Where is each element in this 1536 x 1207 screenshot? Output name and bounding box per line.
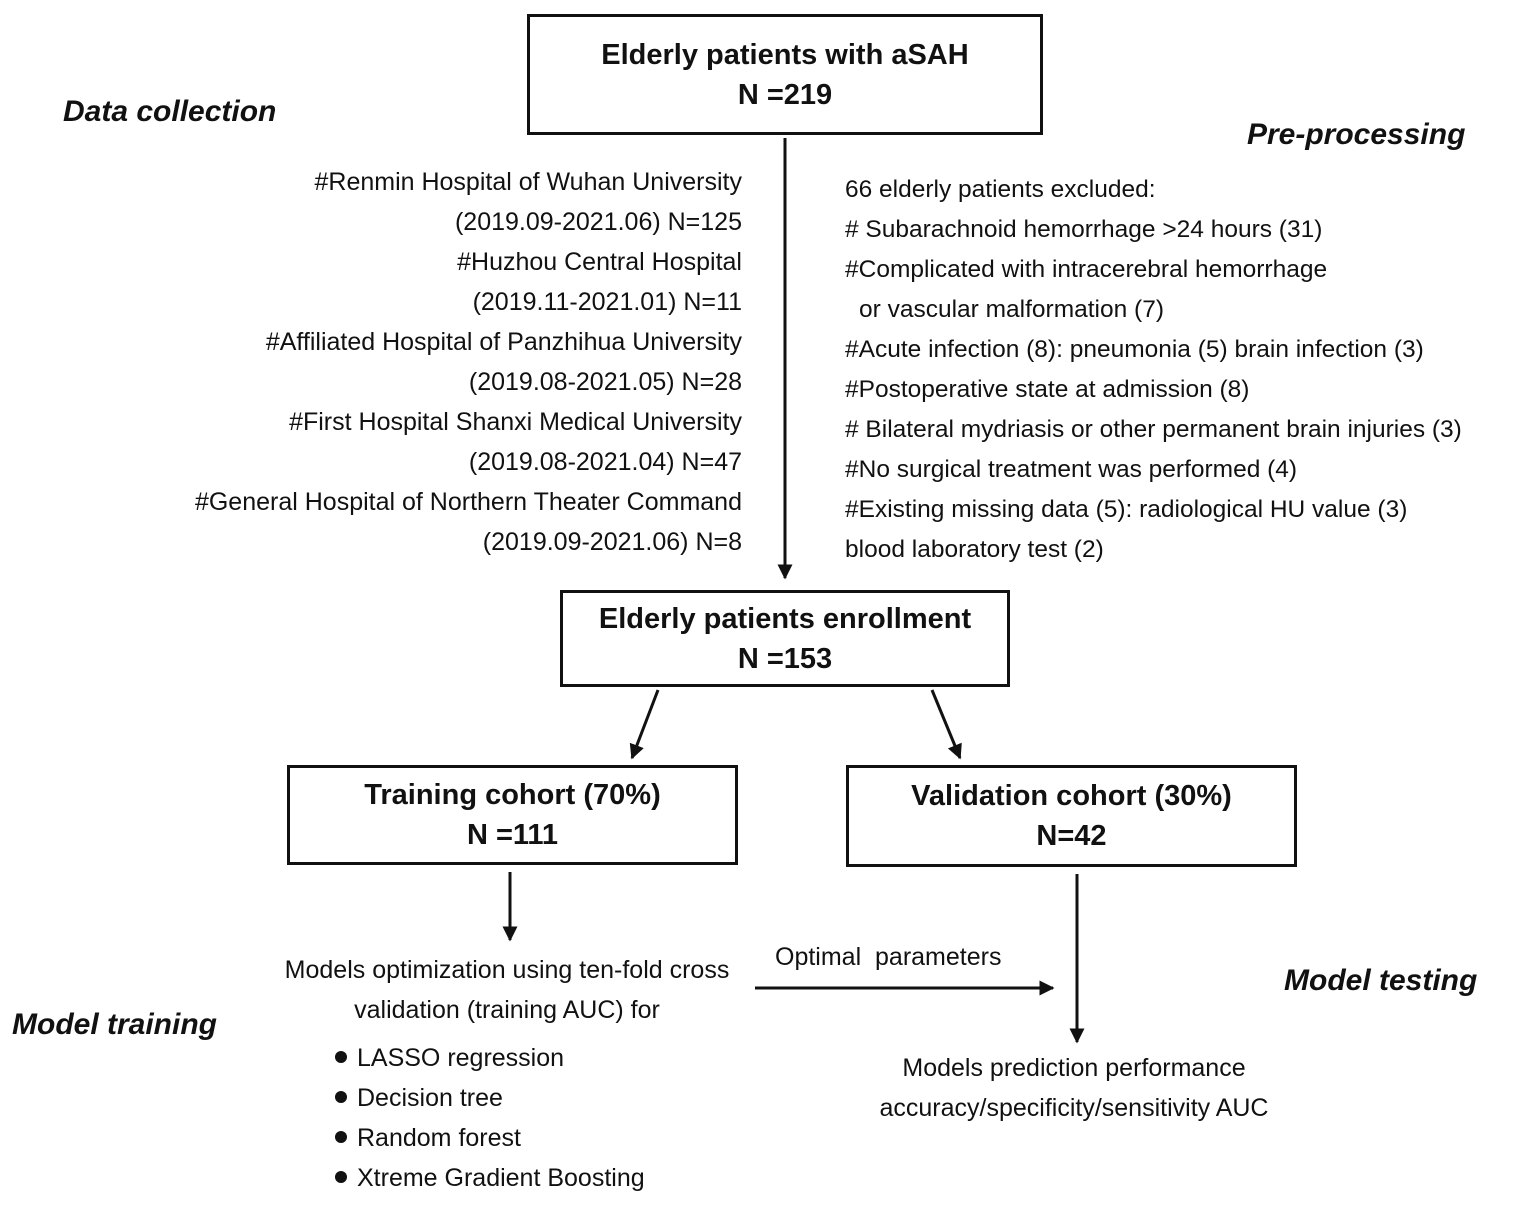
data-collection-label: Data collection — [63, 95, 277, 128]
hospital-line: #Affiliated Hospital of Panzhihua Univer… — [265, 328, 742, 356]
model-item: Random forest — [335, 1118, 645, 1158]
hospital-line: (2019.08-2021.04) N=47 — [468, 448, 742, 476]
model-item: Decision tree — [335, 1078, 645, 1118]
enrollment-count: N =153 — [737, 642, 833, 675]
exclusion-line: #No surgical treatment was performed (4) — [845, 456, 1298, 483]
total-patients-count: N =219 — [737, 78, 833, 111]
hospital-list: #Renmin Hospital of Wuhan University (20… — [195, 162, 742, 562]
hospital-line: (2019.09-2021.06) N=125 — [454, 208, 742, 236]
exclusion-line: # Bilateral mydriasis or other permanent… — [845, 416, 1462, 443]
training-description-line: Models optimization using ten-fold cross — [284, 956, 730, 984]
pre-processing-label: Pre-processing — [1247, 118, 1466, 151]
arrow-enrollment-to-training — [629, 689, 660, 760]
validation-cohort-title: Validation cohort (30%) — [911, 780, 1232, 812]
exclusion-list: 66 elderly patients excluded: # Subarach… — [845, 170, 1462, 570]
training-description-line: validation (training AUC) for — [354, 996, 660, 1024]
enrollment-box: Elderly patients enrollment N =153 — [560, 590, 1010, 687]
exclusion-line: #Postoperative state at admission (8) — [845, 376, 1250, 403]
hospital-line: (2019.11-2021.01) N=11 — [472, 288, 742, 316]
training-cohort-box: Training cohort (70%) N =111 — [287, 765, 738, 865]
validation-cohort-box: Validation cohort (30%) N=42 — [846, 765, 1297, 867]
exclusion-line: # Subarachnoid hemorrhage >24 hours (31) — [845, 216, 1323, 243]
exclusion-line: 66 elderly patients excluded: — [845, 176, 1156, 203]
exclusion-line: #Complicated with intracerebral hemorrha… — [845, 256, 1328, 283]
model-item: Xtreme Gradient Boosting — [335, 1158, 645, 1198]
model-item: LASSO regression — [335, 1038, 645, 1078]
validation-cohort-count: N=42 — [1036, 820, 1107, 852]
training-cohort-title: Training cohort (70%) — [364, 779, 661, 811]
total-patients-title: Elderly patients with aSAH — [601, 38, 969, 71]
training-cohort-count: N =111 — [466, 819, 559, 851]
model-training-label: Model training — [12, 1008, 217, 1041]
exclusion-line: #Acute infection (8): pneumonia (5) brai… — [845, 336, 1424, 363]
model-testing-label: Model testing — [1284, 964, 1478, 997]
hospital-line: #Huzhou Central Hospital — [457, 248, 742, 276]
enrollment-title: Elderly patients enrollment — [598, 602, 972, 635]
total-patients-box: Elderly patients with aSAH N =219 — [527, 14, 1043, 135]
arrow-enrollment-to-validation — [930, 689, 962, 760]
optimal-parameters-label: Optimal parameters — [775, 943, 1002, 971]
exclusion-line: #Existing missing data (5): radiological… — [845, 496, 1408, 523]
model-list: LASSO regression Decision tree Random fo… — [335, 1038, 645, 1198]
testing-description-line: accuracy/specificity/sensitivity AUC — [879, 1094, 1269, 1122]
training-description: Models optimization using ten-fold cross… — [262, 950, 752, 1030]
hospital-line: #General Hospital of Northern Theater Co… — [194, 488, 742, 516]
hospital-line: #Renmin Hospital of Wuhan University — [314, 168, 742, 196]
exclusion-line: or vascular malformation (7) — [859, 296, 1164, 323]
testing-description: Models prediction performance accuracy/s… — [850, 1048, 1298, 1128]
testing-description-line: Models prediction performance — [902, 1054, 1246, 1082]
hospital-line: (2019.09-2021.06) N=8 — [482, 528, 742, 556]
hospital-line: #First Hospital Shanxi Medical Universit… — [289, 408, 742, 436]
hospital-line: (2019.08-2021.05) N=28 — [468, 368, 742, 396]
exclusion-line: blood laboratory test (2) — [845, 536, 1104, 563]
